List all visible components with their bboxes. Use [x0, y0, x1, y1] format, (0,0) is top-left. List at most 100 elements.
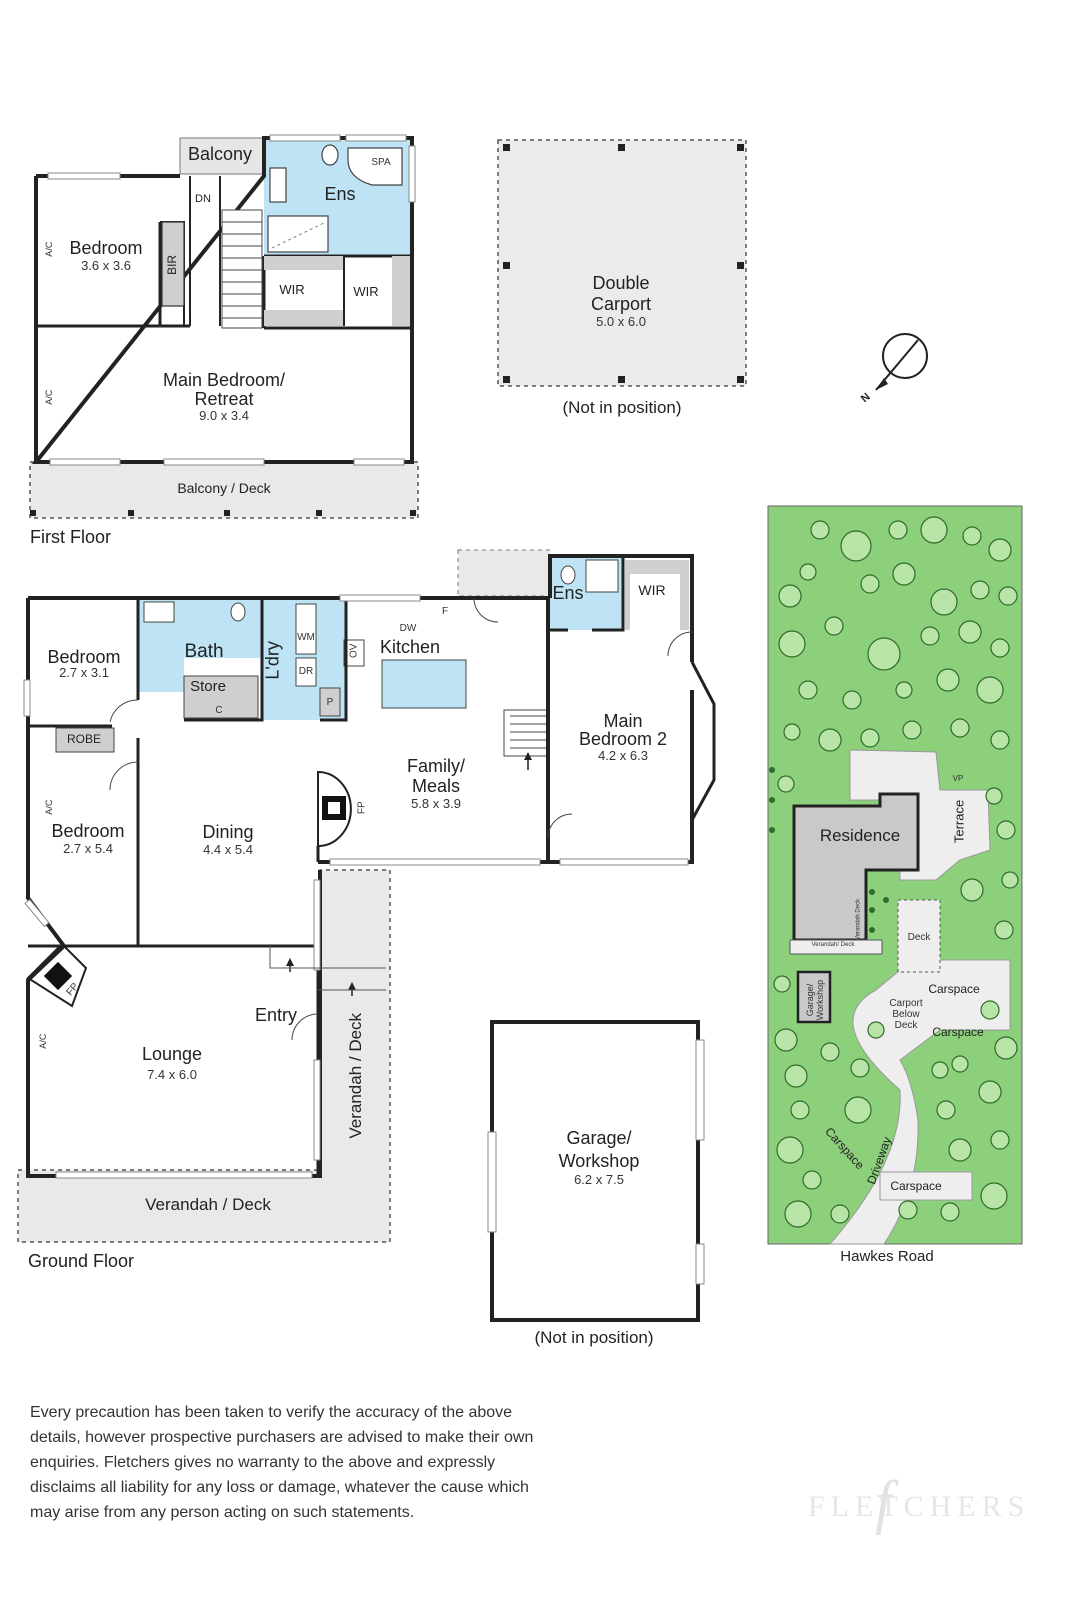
spa-label: SPA: [371, 157, 391, 168]
brand-logo: FLETCHERS: [808, 1490, 1031, 1523]
north-compass-icon: [875, 333, 928, 391]
family-meals-dim: 5.8 x 3.9: [411, 796, 461, 811]
main-bedroom-2-label: Main: [603, 711, 643, 731]
oven-label: OV: [348, 643, 360, 658]
ground-floor-title: Ground Floor: [28, 1251, 135, 1271]
disclaimer-line-3: enquiries. Fletchers gives no warranty t…: [30, 1454, 496, 1471]
garage-dim: 6.2 x 7.5: [574, 1172, 624, 1187]
wir-label-1: WIR: [279, 282, 305, 297]
balcony-top-label: Balcony: [187, 144, 253, 164]
site-carport-label-2: Below: [892, 1009, 920, 1020]
verandah-side-label: Verandah / Deck: [346, 1012, 366, 1139]
cupboard-label: C: [215, 705, 223, 716]
verandah-bottom-label: Verandah / Deck: [145, 1195, 271, 1214]
dr-label: DR: [298, 666, 314, 677]
disclaimer-line-4: disclaims all liability for any loss or …: [30, 1479, 529, 1496]
main-bedroom-label: Main Bedroom/: [162, 370, 286, 390]
ground-floor-stairs: [503, 709, 549, 757]
site-verandah-deck-vert-label: Verandah Deck: [855, 898, 862, 940]
dining-label: Dining: [202, 822, 254, 842]
fireplace-label-1: FP: [356, 801, 368, 815]
double-carport-plan: [497, 139, 747, 387]
wm-label: WM: [297, 632, 315, 643]
ground-wir-label: WIR: [638, 582, 666, 598]
robe-cupboard: [55, 727, 115, 753]
wir-label-2: WIR: [353, 284, 379, 299]
ensuite-shower: [267, 215, 329, 253]
garage-label: Garage/: [566, 1128, 632, 1148]
entry-label: Entry: [254, 1005, 297, 1025]
garage-note: (Not in position): [534, 1328, 654, 1347]
garage-label-2: Workshop: [558, 1151, 640, 1171]
first-floor-plan: [29, 134, 419, 519]
family-meals-label: Family/: [407, 756, 465, 776]
dishwasher-label: DW: [399, 623, 417, 634]
carport-label: Double: [592, 273, 650, 293]
first-floor-bedroom-dim: 3.6 x 3.6: [81, 258, 131, 273]
disclaimer-line-1: Every precaution has been taken to verif…: [30, 1404, 513, 1421]
bedroom-1-dim: 2.7 x 3.1: [59, 665, 109, 680]
garage-workshop-plan: [487, 1020, 705, 1322]
first-floor-balcony-deck: [29, 461, 419, 519]
site-vp-label: VP: [952, 774, 964, 783]
site-garage-label: Garage/ Workshop: [805, 979, 825, 1021]
family-meals-label-2: Meals: [411, 776, 460, 796]
bedroom-2-label: Bedroom: [51, 821, 125, 841]
site-residence-label: Residence: [819, 826, 901, 845]
site-carspace-label-2: Carspace: [932, 1025, 984, 1039]
store-cupboard: [183, 675, 259, 719]
built-in-robe: [161, 221, 185, 307]
bedroom-1-label: Bedroom: [47, 647, 121, 667]
disclaimer-line-2: details, however prospective purchasers …: [30, 1429, 534, 1446]
site-verandah-deck-label: Verandah/ Deck: [811, 942, 855, 948]
site-terrace-label: Terrace: [951, 799, 967, 844]
first-floor-stairs: [221, 209, 263, 329]
bath-label: Bath: [184, 641, 224, 662]
ground-ac-label-2: A/C: [37, 1033, 48, 1049]
site-carspace-label-4: Carspace: [890, 1179, 942, 1193]
ground-ensuite-label: Ens: [552, 583, 584, 603]
site-deck-label: Deck: [907, 932, 931, 943]
ac-label-1: A/C: [43, 241, 54, 257]
down-stairs-label: DN: [195, 193, 211, 205]
pantry-label: P: [326, 697, 334, 708]
fridge-label: F: [441, 606, 449, 617]
robe-label: ROBE: [66, 732, 101, 746]
kitchen-island: [381, 659, 467, 709]
laundry-label: L'dry: [262, 641, 283, 680]
main-bedroom-2-label-2: Bedroom 2: [578, 729, 668, 749]
main-bedroom-dim: 9.0 x 3.4: [199, 408, 249, 423]
first-floor-bedroom-label: Bedroom: [69, 238, 143, 258]
disclaimer-line-5: may arise from any person acting on such…: [30, 1504, 415, 1521]
balcony-deck-label: Balcony / Deck: [177, 480, 271, 496]
ensuite-label: Ens: [324, 184, 356, 204]
disclaimer: Every precaution has been taken to verif…: [30, 1400, 550, 1525]
site-trees: [773, 516, 1019, 1228]
carport-dim: 5.0 x 6.0: [596, 314, 646, 329]
kitchen-label: Kitchen: [379, 637, 441, 657]
first-floor-title: First Floor: [30, 527, 111, 547]
spa-bath: [347, 147, 403, 186]
site-carport-label: Carport: [889, 998, 923, 1009]
site-garage: [796, 970, 832, 1024]
site-road-label: Hawkes Road: [840, 1248, 934, 1265]
brand-mark-logo: f: [875, 1469, 892, 1535]
lounge-label: Lounge: [141, 1044, 203, 1064]
lounge-dim: 7.4 x 6.0: [147, 1067, 197, 1082]
ac-label-2: A/C: [43, 389, 54, 405]
main-bedroom-label-2: Retreat: [194, 389, 254, 409]
ground-floor-plan: [17, 549, 716, 1243]
site-plan: [767, 505, 1023, 1245]
ground-ac-label-1: A/C: [43, 799, 54, 815]
store-label: Store: [190, 678, 226, 695]
carport-note: (Not in position): [562, 398, 682, 417]
site-carport-label-3: Deck: [894, 1020, 918, 1031]
site-carspace-label-1: Carspace: [928, 982, 980, 996]
verandah-deck: [17, 869, 391, 1243]
dining-dim: 4.4 x 5.4: [203, 842, 253, 857]
carport-label-2: Carport: [590, 294, 652, 314]
first-floor-top-balcony: [179, 137, 265, 175]
bedroom-2-dim: 2.7 x 5.4: [63, 841, 113, 856]
bir-label: BIR: [165, 254, 180, 275]
